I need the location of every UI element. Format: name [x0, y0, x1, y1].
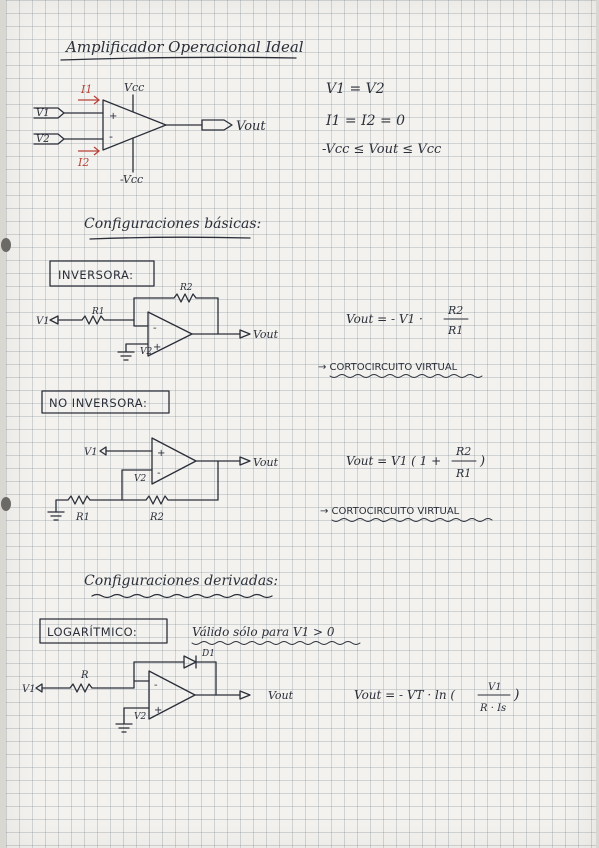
- noninv-eq-lhs: Vout = V1 ( 1 +: [346, 454, 441, 468]
- log-output-arrow: [239, 690, 251, 700]
- basic-heading-underline: [89, 236, 251, 240]
- current-arrow-i2: [78, 146, 101, 156]
- log-resistor-r: [41, 680, 150, 693]
- basic-heading: Configuraciones básicas:: [84, 216, 261, 232]
- noninv-label-r1: R1: [75, 512, 90, 523]
- log-diode-d1: [183, 655, 197, 669]
- inv-minus: -: [153, 323, 157, 334]
- log-opamp: [148, 670, 196, 720]
- log-minus: -: [154, 680, 158, 691]
- log-input-terminal: [35, 683, 43, 693]
- label-i2: I2: [77, 156, 89, 169]
- log-label-v2: V2: [134, 712, 146, 722]
- label-vout: Vout: [236, 119, 266, 134]
- inv-output-arrow: [239, 329, 251, 339]
- log-label-vout: Vout: [268, 689, 294, 702]
- inv-plus: +: [153, 342, 161, 353]
- noninv-opamp: [151, 437, 197, 485]
- noninv-plus: +: [157, 448, 165, 459]
- log-eq-num: V1: [488, 682, 502, 693]
- ideal-eq-voltage: V1 = V2: [326, 81, 385, 97]
- logaritmico-condition-underline: [191, 641, 361, 645]
- inv-label-vout: Vout: [253, 328, 279, 341]
- inv-eq-lhs: Vout = - V1 ·: [346, 312, 423, 326]
- label-v2: V2: [36, 134, 50, 145]
- noninv-minus: -: [157, 468, 161, 479]
- inv-opamp: [147, 311, 193, 357]
- noninv-note: → CORTOCIRCUITO VIRTUAL: [320, 506, 460, 517]
- noninv-label-v2: V2: [134, 474, 146, 484]
- log-wire-feedback: [133, 661, 217, 696]
- log-ground: [115, 707, 150, 733]
- derived-heading: Configuraciones derivadas:: [84, 573, 278, 589]
- logaritmico-circuit: - + R D1 V1 V2 Vout: [22, 649, 294, 733]
- inv-resistor-r1: [57, 315, 149, 327]
- inv-label-v1: V1: [36, 316, 50, 327]
- current-arrow-i1: [78, 95, 101, 105]
- inversora-title: INVERSORA:: [58, 268, 134, 282]
- log-eq-rhs: ): [513, 687, 519, 703]
- derived-heading-underline: [91, 593, 273, 599]
- inv-eq-den: R1: [447, 324, 463, 337]
- ideal-eq-current: I1 = I2 = 0: [325, 113, 405, 129]
- inversora-box: [49, 260, 155, 287]
- inv-label-r1: R1: [91, 307, 105, 317]
- opamp-triangle: [102, 99, 167, 151]
- inv-label-v2: V2: [140, 347, 152, 357]
- log-label-v1: V1: [22, 684, 36, 695]
- inv-note-underline: [329, 374, 483, 378]
- inv-input-terminal: [49, 315, 59, 325]
- page-title: Amplificador Operacional Ideal: [64, 38, 304, 56]
- output-arrow: [201, 119, 233, 131]
- label-i1: I1: [80, 83, 92, 96]
- label-plus: +: [109, 111, 117, 122]
- inv-eq-num: R2: [447, 304, 463, 317]
- no-inversora-circuit: + - V1 V2 R1 R2 Vout: [47, 437, 279, 523]
- noninv-label-vout: Vout: [253, 456, 279, 469]
- noninv-note-underline: [331, 518, 493, 522]
- noninv-input-terminal: [99, 446, 107, 456]
- logaritmico-title: LOGARÍTMICO:: [47, 624, 137, 639]
- no-inversora-box: [41, 390, 170, 414]
- log-plus: +: [154, 705, 162, 716]
- title-underline: [60, 56, 297, 61]
- inv-ground: [117, 343, 149, 361]
- inv-resistor-r2: [133, 293, 219, 335]
- noninv-eq-den: R1: [455, 467, 471, 480]
- log-label-r: R: [80, 670, 89, 681]
- handwritten-notes: Amplificador Operacional Ideal I1 I2 V1 …: [22, 38, 519, 733]
- log-label-d1: D1: [201, 649, 215, 659]
- noninv-resistors: [55, 460, 219, 513]
- log-eq-den: R · Is: [479, 703, 506, 714]
- noninv-wire-feedback: [121, 469, 153, 501]
- inv-label-r2: R2: [179, 283, 193, 293]
- noninv-ground: [47, 511, 65, 521]
- log-eq-lhs: Vout = - VT · ln (: [354, 688, 455, 702]
- label-minus: -: [109, 130, 113, 143]
- logaritmico-box: [39, 618, 168, 644]
- ideal-eq-saturation: -Vcc ≤ Vout ≤ Vcc: [322, 142, 442, 157]
- noninv-output-arrow: [239, 456, 251, 466]
- label-vcc: Vcc: [124, 81, 144, 94]
- noninv-label-v1: V1: [84, 447, 98, 458]
- label-neg-vcc: -Vcc: [120, 173, 143, 186]
- logaritmico-condition: Válido sólo para V1 > 0: [192, 625, 335, 639]
- noninv-eq-num: R2: [455, 445, 471, 458]
- inv-note: → CORTOCIRCUITO VIRTUAL: [318, 362, 458, 373]
- inversora-circuit: - + R1 R2 V1 V2 Vout: [36, 283, 279, 361]
- label-v1: V1: [36, 108, 50, 119]
- noninv-label-r2: R2: [149, 512, 164, 523]
- no-inversora-title: NO INVERSORA:: [49, 396, 147, 410]
- noninv-eq-rhs: ): [479, 454, 485, 469]
- ideal-opamp-diagram: I1 I2 V1 V2 Vcc -Vcc Vout + -: [33, 81, 266, 186]
- binder-hole-top: [1, 238, 11, 252]
- binder-hole-bottom: [1, 497, 11, 511]
